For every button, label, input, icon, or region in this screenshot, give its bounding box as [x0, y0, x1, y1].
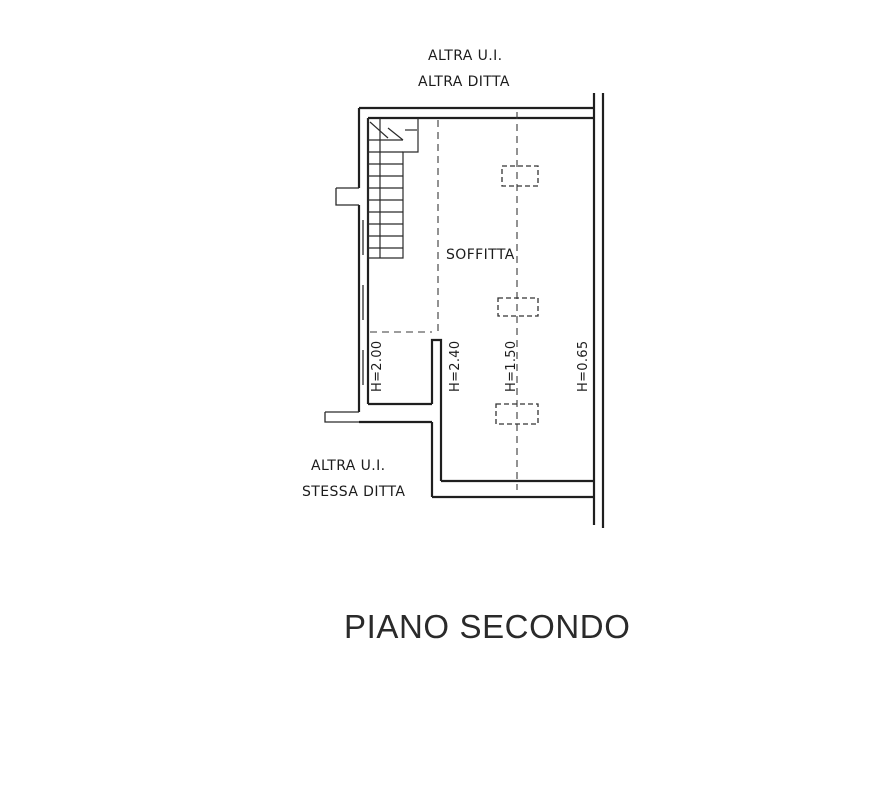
room-name: SOFFITTA	[446, 247, 515, 263]
outer-walls	[324, 93, 605, 528]
neighbor-bottom-line2: STESSA DITTA	[302, 484, 405, 500]
height-label-4: H=0.65	[576, 341, 591, 392]
neighbor-top-line2: ALTRA DITTA	[418, 74, 510, 90]
height-lines	[370, 112, 518, 490]
staircase	[367, 118, 419, 259]
skylights	[495, 165, 539, 425]
height-label-3: H=1.50	[504, 341, 519, 392]
height-label-1: H=2.00	[370, 341, 385, 392]
neighbor-bottom-line1: ALTRA U.I.	[311, 458, 385, 474]
floor-title: PIANO SECONDO	[344, 608, 631, 645]
height-label-2: H=2.40	[448, 341, 463, 392]
neighbor-top-line1: ALTRA U.I.	[428, 48, 502, 64]
